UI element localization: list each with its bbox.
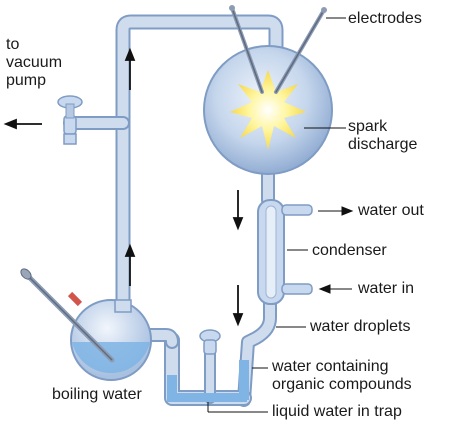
label-to-line: to	[6, 36, 20, 53]
trap-water	[167, 360, 249, 402]
label-water-in: water in	[358, 280, 415, 297]
electrodes-icon	[229, 5, 327, 94]
label-water-containing-organic-compounds: water containing organic compounds	[272, 358, 412, 394]
label-water-out: water out	[358, 202, 424, 219]
label-pump-line: pump	[6, 72, 47, 89]
label-organic-compounds-line: organic compounds	[272, 376, 412, 393]
label-spark-discharge: spark discharge	[348, 118, 417, 154]
label-condenser: condenser	[312, 242, 387, 259]
vacuum-stopcock-icon	[57, 95, 83, 145]
flow-arrows	[3, 47, 244, 327]
label-discharge-line: discharge	[348, 136, 418, 153]
label-boiling-water: boiling water	[52, 386, 142, 403]
label-liquid-water-in-trap: liquid water in trap	[272, 403, 402, 420]
leader-lines	[207, 17, 354, 413]
label-vacuum-line: vacuum	[6, 54, 63, 71]
trap-stopcock-icon	[199, 329, 221, 355]
boiling-flask	[70, 299, 152, 381]
label-water-droplets: water droplets	[310, 318, 411, 335]
spark-chamber	[203, 45, 333, 175]
label-electrodes: electrodes	[348, 10, 422, 27]
label-spark-line: spark	[348, 118, 388, 135]
label-to-vacuum-pump: to vacuum pump	[6, 36, 62, 90]
label-water-containing-line: water containing	[272, 358, 389, 375]
condenser-jacket	[257, 199, 313, 305]
spark-icon	[230, 70, 306, 150]
heating-rod-icon	[20, 268, 115, 363]
